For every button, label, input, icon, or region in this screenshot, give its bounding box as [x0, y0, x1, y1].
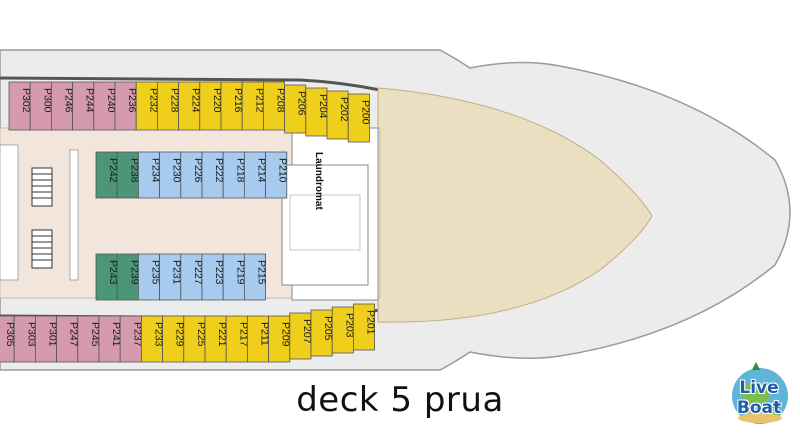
- cabin-label: P205: [322, 316, 334, 341]
- cabin-label: P204: [317, 94, 329, 119]
- cabin-label: P242: [107, 158, 119, 183]
- cabin-label: P221: [216, 322, 228, 347]
- cabin-label: P226: [192, 158, 204, 183]
- cabin-label: P219: [234, 260, 246, 285]
- cabin-label: P208: [275, 88, 287, 113]
- laundromat-label: Laundromat: [313, 152, 324, 210]
- cabin-label: P300: [41, 88, 53, 113]
- cabin-label: P217: [237, 322, 249, 347]
- service-block: [0, 144, 19, 281]
- cabin-label: P201: [365, 310, 377, 335]
- cabin-label: P303: [25, 322, 37, 347]
- cabin-label: P223: [213, 260, 225, 285]
- cabin-label: P209: [280, 322, 292, 347]
- cabin-label: P216: [232, 88, 244, 113]
- cabin-label: P200: [359, 100, 371, 125]
- cabin-label: P228: [169, 88, 181, 113]
- logo-text: Live Boat: [736, 378, 782, 418]
- globe-icon: [732, 362, 788, 424]
- cabin-label: P225: [195, 322, 207, 347]
- cabin-label: P244: [84, 88, 96, 113]
- cabin-label: P302: [20, 88, 32, 113]
- cabin-label: P235: [150, 260, 162, 285]
- cabin-label: P207: [301, 319, 313, 344]
- cabin-label: P236: [126, 88, 138, 113]
- cabin-label: P218: [234, 158, 246, 183]
- cabin-label: P220: [211, 88, 223, 113]
- cabin-label: P243: [107, 260, 119, 285]
- cabin-row-bottom-inner: P243 P239 P235 P231 P227 P223 P219 P215: [95, 253, 268, 301]
- elevator-column: [69, 149, 79, 281]
- cabin-label: P231: [171, 260, 183, 285]
- cabin-label: P211: [259, 322, 271, 346]
- cabin-label: P305: [4, 322, 16, 347]
- cabin-label: P212: [253, 88, 265, 113]
- cabin-label: P301: [47, 322, 59, 347]
- cabin-label: P210: [277, 158, 289, 183]
- cabin-row-bottom-outer: P305 P303 P301 P247 P245 P241 P237 P233 P229 P225…: [0, 303, 377, 363]
- cabin-label: P227: [192, 260, 204, 285]
- cabin-label: P202: [338, 97, 350, 122]
- cabin-label: P203: [343, 313, 355, 338]
- cabin-label: P245: [89, 322, 101, 347]
- cabin-label: P230: [171, 158, 183, 183]
- stair-top: [31, 167, 53, 207]
- cabin-label: P215: [256, 260, 268, 285]
- cabin-label: P239: [128, 260, 140, 285]
- cabin-label: P240: [105, 88, 117, 113]
- cabin-label: P234: [150, 158, 162, 183]
- logo-suffix: .it: [772, 401, 780, 410]
- cabin-label: P241: [110, 322, 122, 347]
- cabin-p210[interactable]: [265, 151, 288, 199]
- hull-edge-top: [0, 76, 381, 92]
- cabin-label: P224: [190, 88, 202, 113]
- cabin-label: P222: [213, 158, 225, 183]
- cabin-label: P237: [131, 322, 143, 347]
- cabin-label: P232: [147, 88, 159, 113]
- cabin-p200[interactable]: [347, 93, 370, 143]
- bow-deck: [377, 87, 653, 323]
- cabin-label: P206: [296, 91, 308, 116]
- cabin-row-top-inner: P242 P238 P234 P230 P226 P222 P218 P214 P210: [95, 151, 289, 199]
- cabin-p201[interactable]: [352, 303, 375, 351]
- deck-caption: deck 5 prua: [296, 380, 504, 420]
- cabin-label: P214: [256, 158, 268, 183]
- laundromat-inner: [289, 194, 361, 251]
- cabin-label: P229: [174, 322, 186, 347]
- stair-bottom: [31, 229, 53, 269]
- cabin-label: P246: [63, 88, 75, 113]
- cabin-label: P233: [153, 322, 165, 347]
- cabin-label: P238: [128, 158, 140, 183]
- liveboat-logo: Live Boat .it: [722, 356, 796, 430]
- cabin-row-top-outer: P302 P300 P246 P244 P240 P236 P232 P228 P224 P220…: [8, 81, 371, 143]
- stair-steps: [32, 173, 52, 261]
- cabin-label: P247: [68, 322, 80, 347]
- cabin-p215[interactable]: [243, 253, 266, 301]
